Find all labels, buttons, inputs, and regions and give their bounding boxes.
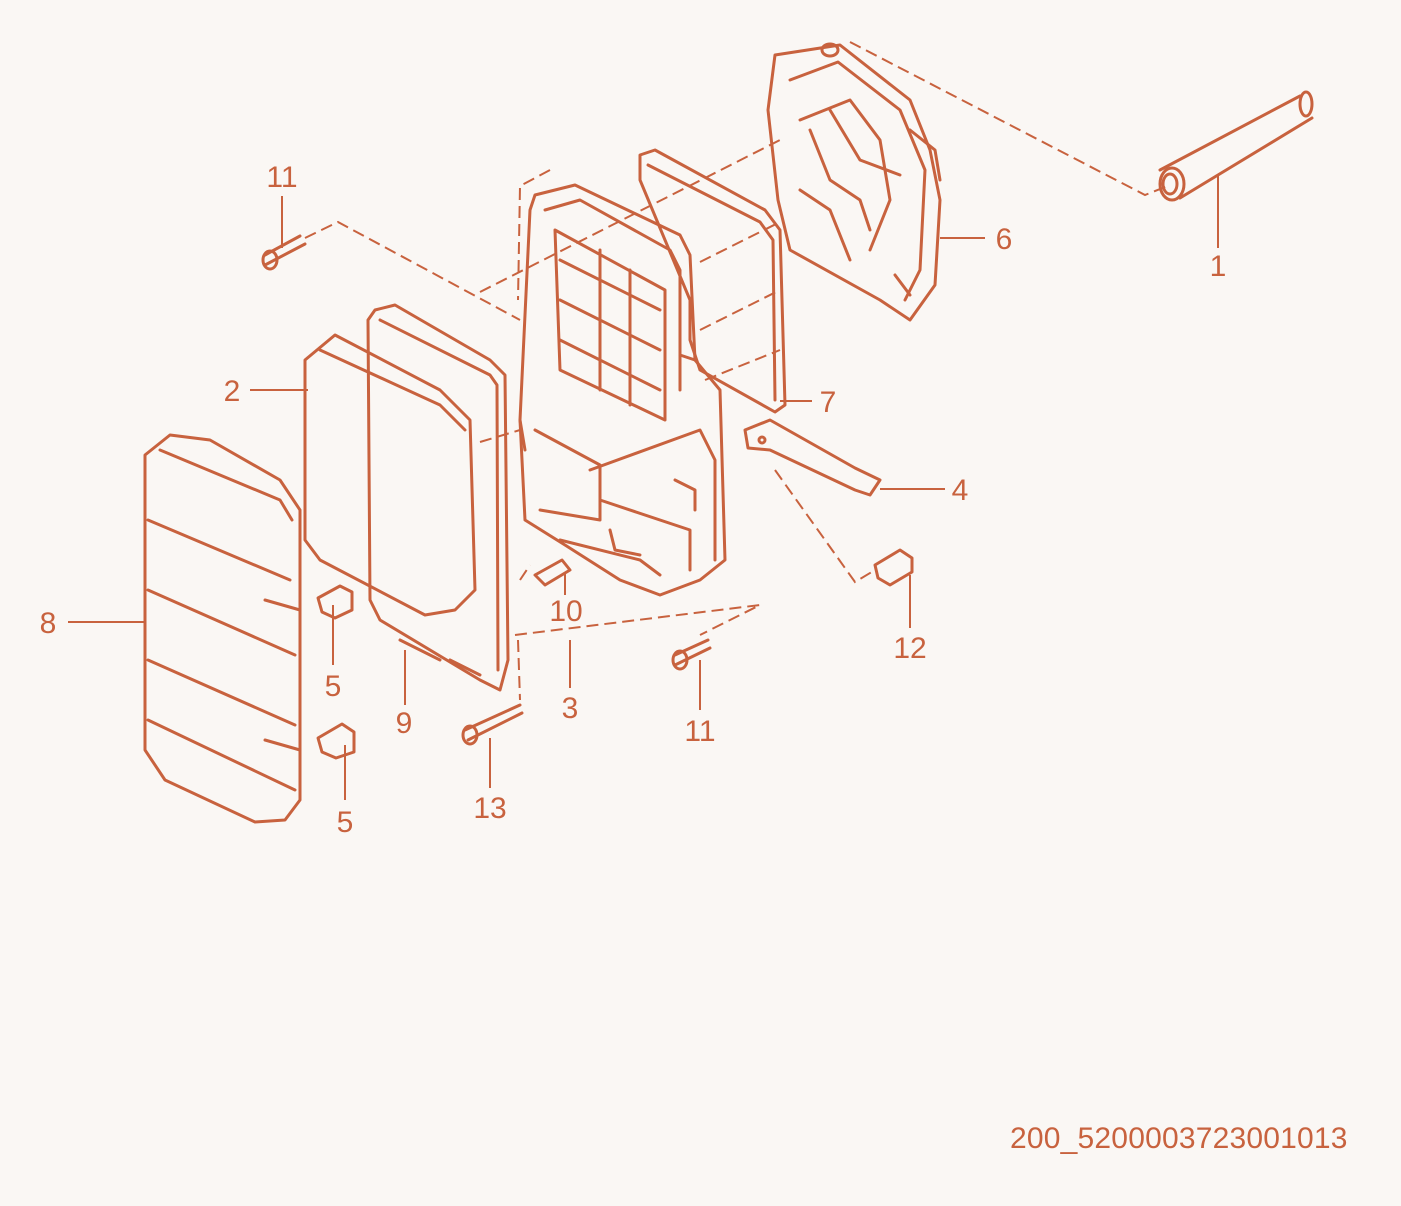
- callout-labels: 11 6 1 2 7 4 8 10 12 5 9 3 11 5 13: [40, 161, 1227, 839]
- part-2-filter-element: [303, 333, 477, 617]
- part-8-cover: [143, 433, 302, 824]
- callout-11b: 11: [684, 715, 715, 748]
- drawing-code: 200_5200003723001013: [1010, 1122, 1348, 1155]
- callout-7: 7: [820, 386, 837, 419]
- part-5-clip-lower: [316, 722, 356, 760]
- leader-lines: [68, 175, 1219, 800]
- callout-10: 10: [549, 595, 582, 628]
- callout-5a: 5: [325, 670, 342, 703]
- callout-1: 1: [1210, 250, 1227, 283]
- part-6-rear-housing: [766, 42, 942, 322]
- part-11-bolt-lower: [671, 638, 712, 671]
- part-3-main-case: [518, 183, 727, 597]
- callout-3: 3: [562, 692, 579, 725]
- assembly-dash-lines: [304, 41, 1171, 701]
- callout-13: 13: [473, 792, 506, 825]
- part-1-pipe: [1158, 90, 1314, 202]
- callout-4: 4: [952, 474, 969, 507]
- callout-9: 9: [396, 707, 413, 740]
- callout-11a: 11: [266, 161, 297, 194]
- part-12-sleeve: [873, 548, 914, 587]
- part-10-pin: [533, 558, 572, 587]
- part-9-gasket: [366, 303, 510, 692]
- part-7-gasket: [638, 148, 787, 414]
- part-11-bolt-upper: [261, 234, 307, 271]
- part-13-screw: [461, 703, 524, 746]
- callout-2: 2: [224, 375, 241, 408]
- callout-5b: 5: [337, 806, 354, 839]
- callout-12: 12: [893, 632, 926, 665]
- callout-8: 8: [40, 607, 57, 640]
- part-5-clip-upper: [316, 584, 354, 620]
- part-4-bracket: [743, 418, 882, 497]
- callout-6: 6: [996, 223, 1013, 256]
